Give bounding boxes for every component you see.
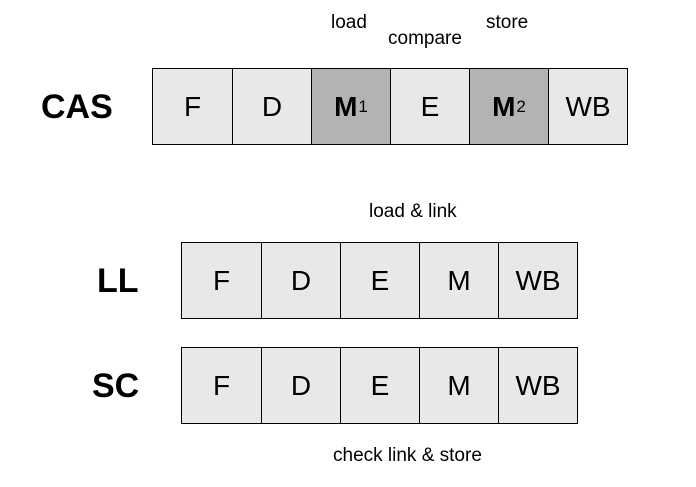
annotation-store: store xyxy=(486,12,529,33)
stage-execute: E xyxy=(340,348,419,423)
stage-memory: M xyxy=(419,243,498,318)
row-label-ll: LL xyxy=(97,262,139,300)
stage-writeback: WB xyxy=(498,243,577,318)
annotation-load-link: load & link xyxy=(369,201,457,222)
stage-writeback: WB xyxy=(548,69,627,144)
stage-memory: M xyxy=(419,348,498,423)
stage-decode: D xyxy=(261,348,340,423)
pipeline-ll: F D E M WB xyxy=(181,242,578,319)
stage-execute: E xyxy=(390,69,469,144)
row-label-cas: CAS xyxy=(41,88,113,126)
stage-execute: E xyxy=(340,243,419,318)
stage-fetch: F xyxy=(153,69,232,144)
annotation-check-link-store: check link & store xyxy=(333,445,482,466)
stage-decode: D xyxy=(232,69,311,144)
stage-writeback: WB xyxy=(498,348,577,423)
stage-decode: D xyxy=(261,243,340,318)
stage-fetch: F xyxy=(182,243,261,318)
pipeline-sc: F D E M WB xyxy=(181,347,578,424)
stage-fetch: F xyxy=(182,348,261,423)
row-label-sc: SC xyxy=(92,367,140,405)
annotation-compare: compare xyxy=(388,28,462,49)
annotation-load: load xyxy=(331,12,367,33)
